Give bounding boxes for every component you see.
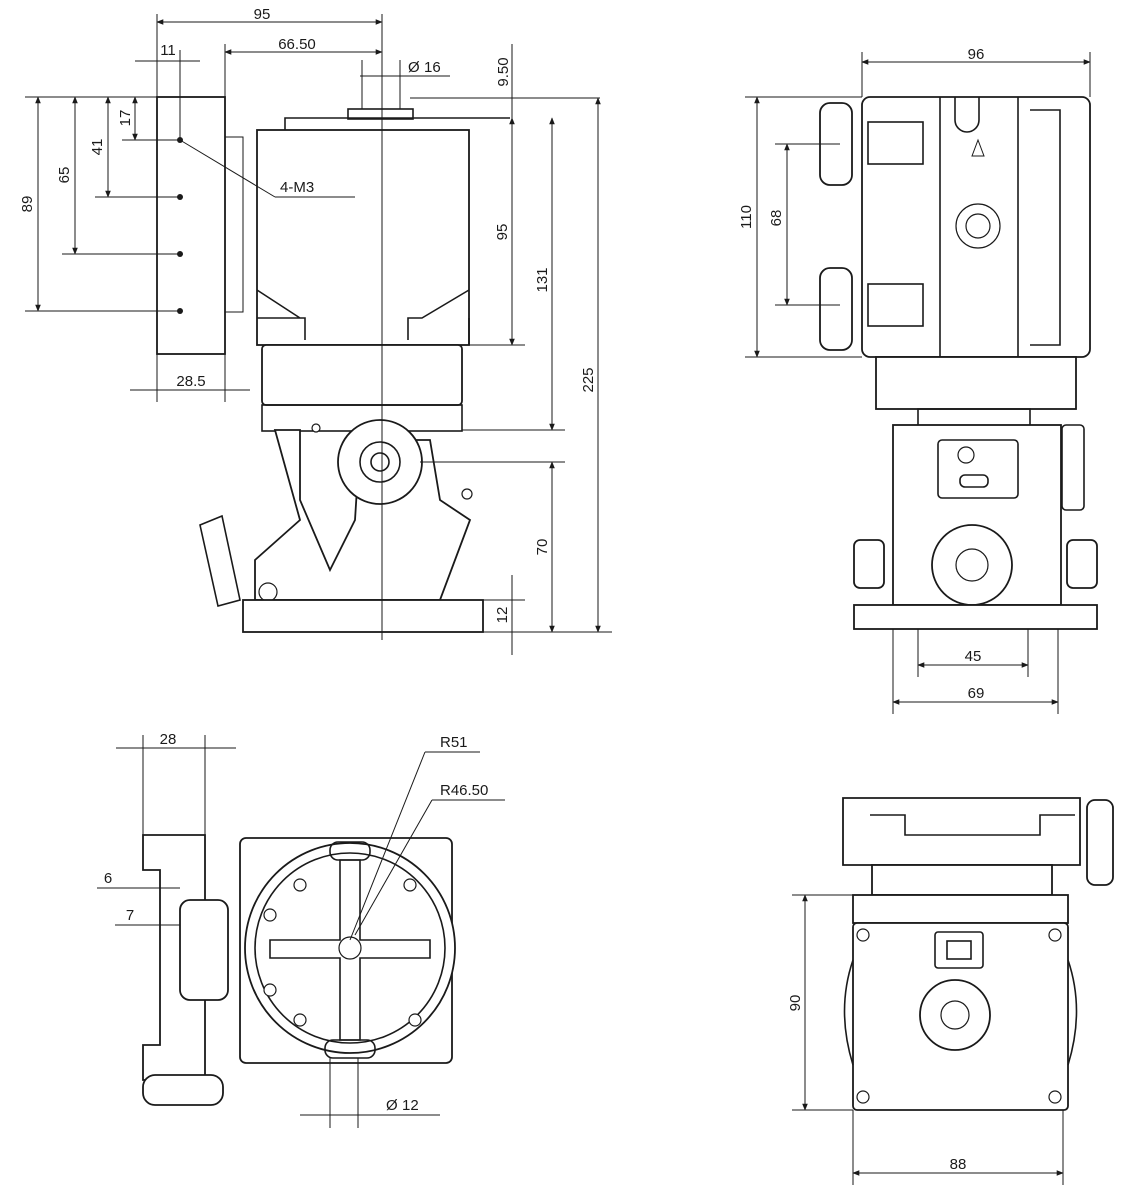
- dim-90-text: 90: [787, 995, 804, 1012]
- front-lever-right: [1066, 539, 1098, 589]
- front-arrow-mark: [971, 138, 985, 157]
- dim-6-text: 6: [104, 870, 112, 887]
- front-knob-lower: [819, 267, 853, 351]
- bottom-screw-4: [1048, 1090, 1062, 1104]
- dim-131-text: 131: [534, 267, 551, 292]
- bottom-clamp-top: [842, 797, 1081, 866]
- dim-89-text: 89: [19, 196, 36, 213]
- dim-65-text: 65: [56, 167, 73, 184]
- front-top-slot: [954, 97, 980, 133]
- dim-68-text: 68: [768, 210, 785, 227]
- top-screw-3: [263, 908, 277, 922]
- bottom-tilt-knob-center: [940, 1000, 970, 1030]
- dim-41-text: 41: [89, 139, 106, 156]
- front-base-plate: [853, 604, 1098, 630]
- top-slot-lower: [324, 1039, 376, 1059]
- top-ring-r46-50: [254, 852, 446, 1044]
- side-clamp-top-rail: [284, 117, 510, 130]
- dim-17-text: 17: [117, 110, 134, 127]
- dim-45-text: 45: [965, 648, 982, 665]
- bottom-view: 90 88: [787, 797, 1114, 1185]
- front-side-groove: [1030, 109, 1061, 346]
- front-knob-block-lower: [867, 283, 924, 327]
- front-lever-left: [853, 539, 885, 589]
- bottom-ring: [852, 894, 1069, 924]
- dim-88-text: 88: [950, 1156, 967, 1173]
- top-knob: [142, 1074, 224, 1106]
- bottom-switch-inner: [946, 940, 972, 960]
- side-rotation-base: [261, 344, 463, 406]
- front-rotation-base: [875, 356, 1077, 410]
- front-center-hole-inner: [965, 213, 991, 239]
- side-mount-plate: [156, 96, 226, 355]
- top-screw-2: [403, 878, 417, 892]
- dim-9-50-text: 9.50: [495, 57, 512, 86]
- side-jaw-left: [256, 289, 306, 340]
- bottom-neck: [871, 864, 1053, 896]
- top-screw-5: [293, 1013, 307, 1027]
- leader-r51: [349, 751, 426, 941]
- top-slot-upper: [329, 841, 371, 861]
- front-view: 96 110 68 45 69: [738, 46, 1098, 714]
- dim-69-text: 69: [968, 685, 985, 702]
- front-knob-block-upper: [867, 121, 924, 165]
- dim-28-5-text: 28.5: [176, 373, 205, 390]
- leader-r46-50: [354, 799, 433, 936]
- front-tilt-knob-center: [955, 548, 989, 582]
- dim-12-text: 12: [494, 607, 511, 624]
- side-tilt-knob-center: [370, 452, 390, 472]
- side-view: 95 11 66.50 Ø 16 9.50 89 65 41 17 4-M3: [19, 6, 612, 655]
- front-side-bracket: [1061, 424, 1085, 511]
- bottom-screw-1: [856, 928, 870, 942]
- dim-110-text: 110: [738, 205, 755, 229]
- top-view: 28 6 7 R51 R46.50 Ø 12: [97, 731, 505, 1128]
- top-center-bore: [338, 936, 362, 960]
- dim-225-text: 225: [580, 367, 597, 392]
- dim-dia12-text: 12: [402, 1097, 419, 1114]
- dim-7-text: 7: [126, 907, 134, 924]
- dim-96-text: 96: [968, 46, 985, 63]
- leader-4m3: [179, 139, 276, 198]
- dia-symbol: Ø: [408, 59, 420, 76]
- bottom-screw-3: [856, 1090, 870, 1104]
- top-side-knob: [179, 899, 229, 1001]
- top-screw-6: [408, 1013, 422, 1027]
- dim-95-right-text: 95: [494, 224, 511, 241]
- bottom-right-bulge: [1067, 959, 1078, 1066]
- front-screw: [957, 446, 975, 464]
- side-base-plate: [242, 599, 484, 633]
- side-tilt-knob-hub: [359, 441, 401, 483]
- side-jaw-right: [407, 289, 470, 345]
- side-tilt-knob: [337, 419, 423, 505]
- side-plate-adapter: [224, 136, 244, 313]
- dim-95-top-text: 95: [254, 6, 271, 23]
- dim-70-text: 70: [534, 539, 551, 556]
- side-lever-knob: [258, 582, 278, 602]
- bottom-clamp-groove: [870, 814, 1075, 836]
- side-lock-lever: [199, 514, 241, 607]
- side-screw-1: [311, 423, 321, 433]
- side-clamp-body: [256, 129, 470, 346]
- dia-symbol: Ø: [386, 1097, 398, 1114]
- side-top-knob: [347, 108, 414, 120]
- note-4m3-text: 4-M3: [280, 179, 314, 196]
- top-screw-4: [263, 983, 277, 997]
- dim-66-50-text: 66.50: [278, 36, 316, 53]
- dim-dia16-text: 16: [424, 59, 441, 76]
- front-slot: [959, 474, 989, 488]
- side-screw-2: [461, 488, 473, 500]
- bottom-switch: [934, 931, 984, 969]
- bottom-screw-2: [1048, 928, 1062, 942]
- front-switch-panel: [937, 439, 1019, 499]
- dim-28-text: 28: [160, 731, 177, 748]
- note-r46-50-text: R46.50: [440, 782, 488, 799]
- top-screw-1: [293, 878, 307, 892]
- bottom-left-bulge: [843, 959, 854, 1066]
- bottom-knob: [1086, 799, 1114, 886]
- dim-11-text: 11: [160, 42, 176, 59]
- note-r51-text: R51: [440, 734, 468, 751]
